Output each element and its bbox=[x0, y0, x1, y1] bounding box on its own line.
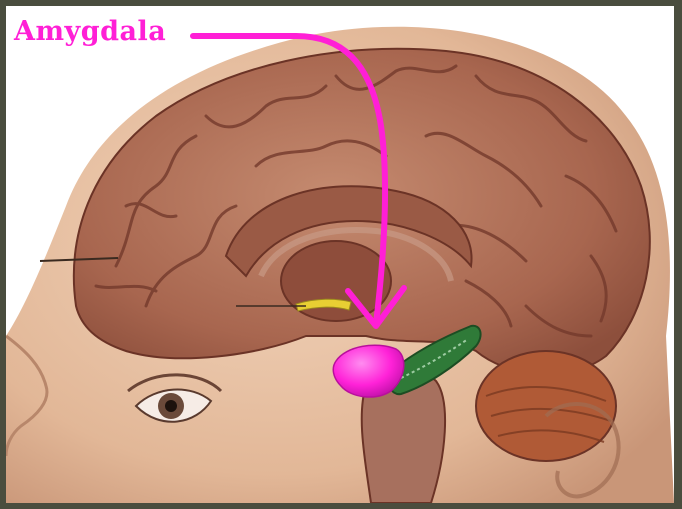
brain-head-illustration bbox=[6, 6, 674, 503]
amygdala bbox=[333, 345, 404, 397]
illustration-canvas bbox=[6, 6, 674, 503]
amygdala-label: Amygdala bbox=[14, 18, 166, 45]
